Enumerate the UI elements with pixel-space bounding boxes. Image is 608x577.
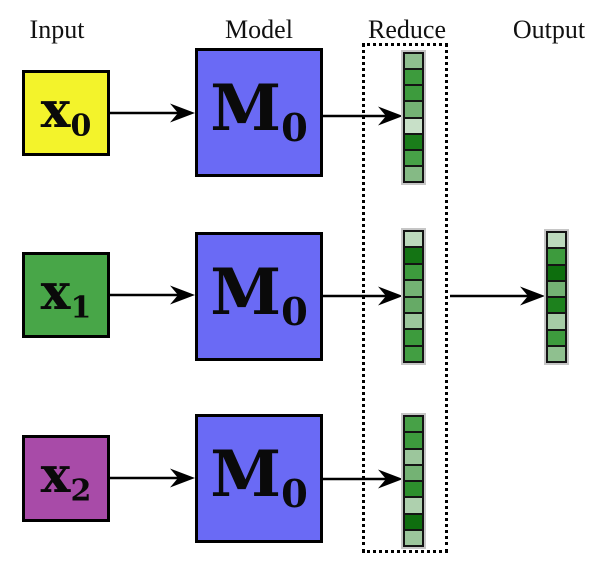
arrow-input-to-model-1 — [110, 285, 195, 305]
vector-cell — [405, 311, 422, 329]
vector-cell — [405, 431, 422, 448]
model-box-1-label: M0 — [210, 254, 308, 335]
reduce-region-box — [362, 43, 448, 553]
model-box-0: M0 — [195, 48, 323, 177]
vector-cell — [405, 512, 422, 529]
vector-cell — [405, 246, 422, 263]
vector-cell — [405, 344, 422, 361]
model-box-2: M0 — [195, 414, 323, 543]
arrow-reduce-to-output — [450, 286, 545, 306]
vector-cell — [405, 463, 422, 480]
vector-cell — [405, 116, 422, 133]
vector-cell — [548, 233, 565, 248]
vector-cell — [405, 164, 422, 181]
vector-cell — [405, 447, 422, 464]
arrow-input-to-model-0 — [110, 103, 195, 123]
column-header-output: Output — [512, 15, 586, 44]
vector-cell — [405, 54, 422, 69]
model-box-2-label: M0 — [210, 436, 308, 517]
vector-cell — [548, 328, 565, 345]
arrow-model-to-reduce-2 — [323, 469, 403, 489]
vector-cell — [405, 262, 422, 280]
input-box-x1: x1 — [22, 252, 110, 338]
vector-cell — [405, 232, 422, 247]
column-header-reduce: Reduce — [368, 15, 446, 44]
vector-cell — [405, 496, 422, 513]
vector-cell — [405, 132, 422, 149]
vector-cell — [405, 84, 422, 101]
vector-cell — [548, 296, 565, 313]
arrow-model-to-reduce-0 — [323, 106, 403, 126]
reduce-vector-0 — [401, 50, 426, 185]
input-box-x1-label: x1 — [40, 261, 92, 326]
reduce-vector-1 — [401, 228, 426, 365]
vector-cell — [405, 295, 422, 312]
vector-cell — [405, 528, 422, 545]
vector-cell — [405, 100, 422, 117]
vector-cell — [405, 148, 422, 165]
column-header-input: Input — [29, 15, 85, 44]
vector-cell — [405, 279, 422, 296]
arrow-input-to-model-2 — [110, 468, 195, 488]
input-box-x2: x2 — [22, 435, 110, 522]
model-box-1: M0 — [195, 232, 323, 361]
vector-cell — [548, 279, 565, 296]
vector-cell — [548, 344, 565, 361]
vector-cell — [548, 263, 565, 280]
vector-cell — [548, 312, 565, 329]
vector-cell — [405, 328, 422, 345]
input-box-x0-label: x0 — [40, 79, 92, 144]
input-box-x0: x0 — [22, 70, 110, 156]
reduce-vector-2 — [401, 413, 426, 549]
arrow-model-to-reduce-1 — [323, 286, 403, 306]
vector-cell — [405, 480, 422, 497]
input-box-x2-label: x2 — [40, 445, 92, 509]
output-vector — [544, 229, 569, 365]
vector-cell — [405, 68, 422, 85]
vector-cell — [548, 247, 565, 264]
vector-cell — [405, 417, 422, 432]
model-box-0-label: M0 — [210, 70, 308, 151]
column-header-model: Model — [225, 15, 293, 44]
